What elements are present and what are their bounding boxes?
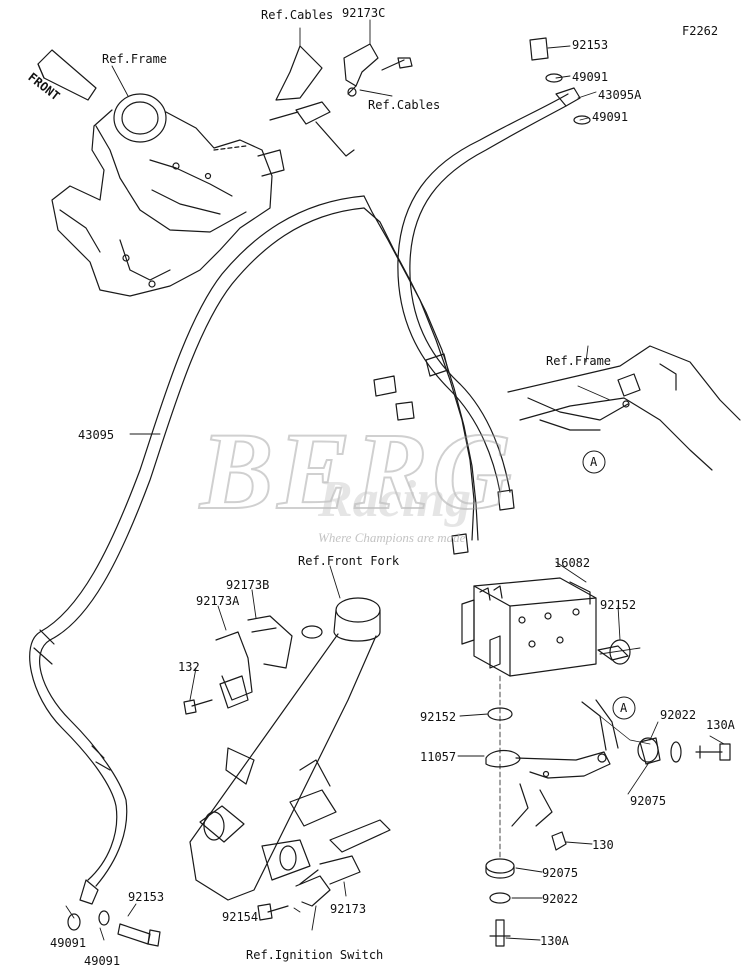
callout-92173b: 92173B	[226, 578, 270, 592]
callout-130a-a: 130A	[706, 718, 735, 732]
frame-upper	[51, 93, 285, 297]
brake-hose-43095	[29, 195, 479, 905]
callout-132: 132	[178, 660, 200, 674]
callout-ref-frame-2: Ref.Frame	[546, 354, 612, 368]
callout-92022-a: 92022	[660, 708, 697, 722]
callout-49091-d: 49091	[84, 954, 121, 968]
callout-92154: 92154	[222, 910, 259, 924]
callout-92173: 92173	[330, 902, 367, 916]
callout-16082: 16082	[554, 556, 591, 570]
callout-92152-b: 92152	[420, 710, 457, 724]
watermark-racing: Racing	[318, 471, 472, 528]
callout-92152-a: 92152	[600, 598, 637, 612]
callout-92153-top: 92153	[572, 38, 609, 52]
figure-code: F2262	[682, 24, 719, 38]
callout-49091-c: 49091	[50, 936, 87, 950]
callout-circle-a-1	[582, 450, 606, 474]
callout-49091-b: 49091	[592, 110, 629, 124]
callout-ref-front-fork: Ref.Front Fork	[298, 554, 400, 568]
callout-49091-a: 49091	[572, 70, 609, 84]
callout-11057: 11057	[420, 750, 457, 764]
cable-guide	[269, 45, 355, 157]
frame-right	[507, 345, 741, 471]
callout-circle-a-2	[612, 696, 636, 720]
bracket-11057	[485, 699, 619, 827]
callout-92022-b: 92022	[542, 892, 579, 906]
front-arrow-icon	[37, 49, 97, 101]
callout-43095: 43095	[78, 428, 115, 442]
front-fork	[189, 597, 391, 901]
callout-ref-cables-2: Ref.Cables	[368, 98, 441, 112]
callout-ref-ignition-switch: Ref.Ignition Switch	[246, 948, 384, 962]
callout-92173a: 92173A	[196, 594, 240, 608]
grommet-92075	[485, 675, 731, 947]
callout-ref-frame-1: Ref.Frame	[102, 52, 168, 66]
callout-circle-a-1-label: A	[590, 455, 598, 469]
callout-43095a: 43095A	[598, 88, 642, 102]
callout-92153-bottom: 92153	[128, 890, 165, 904]
watermark-tagline: Where Champions are made	[318, 530, 466, 545]
callout-130a-b: 130A	[540, 934, 569, 948]
banjo-bolt-92153	[67, 910, 161, 947]
brake-hose-43095a	[397, 37, 591, 511]
brackets-fork	[183, 615, 361, 921]
watermark-berg: BERG	[199, 409, 516, 533]
callout-130: 130	[592, 838, 614, 852]
callout-92075-a: 92075	[630, 794, 667, 808]
callout-circle-a-2-label: A	[620, 701, 628, 715]
abs-unit-16082	[461, 561, 641, 677]
callout-ref-cables-1: Ref.Cables	[261, 8, 334, 22]
bracket-92173c	[343, 43, 413, 97]
callout-92173c: 92173C	[342, 6, 386, 20]
callout-92075-b: 92075	[542, 866, 579, 880]
